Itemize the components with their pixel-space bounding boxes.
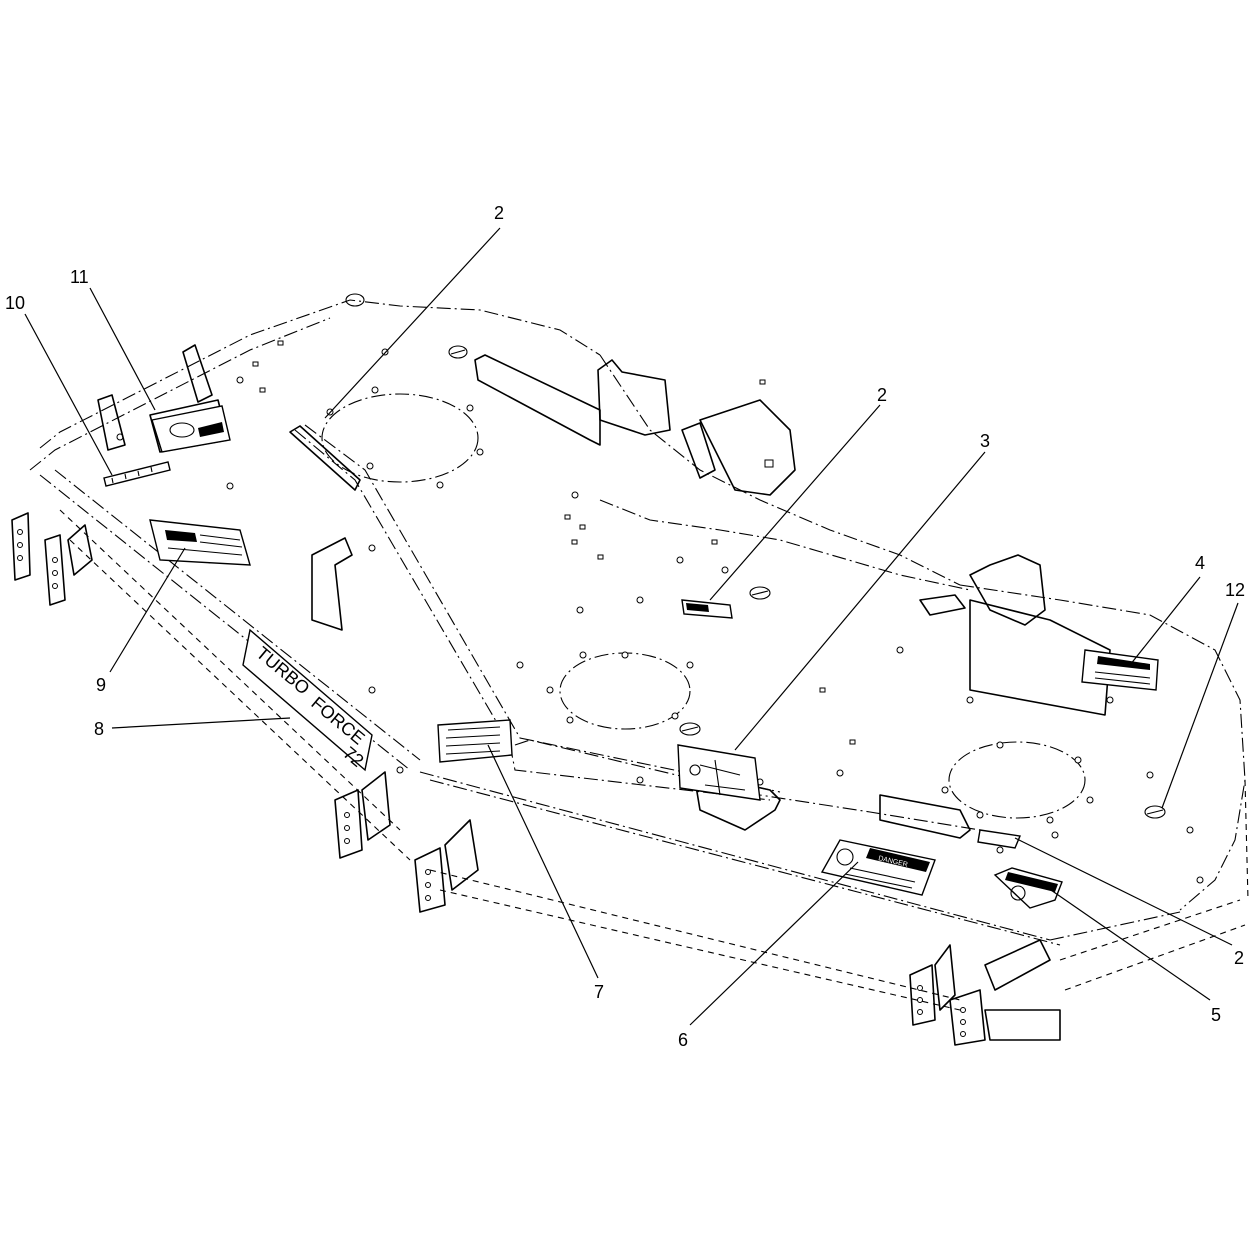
spindle-caps xyxy=(345,293,1166,819)
leader-5 xyxy=(1047,887,1211,1001)
decal-4-caution xyxy=(1081,649,1159,691)
leader-9 xyxy=(109,547,186,673)
decal-11-danger-blade xyxy=(151,405,231,453)
leader-4 xyxy=(1129,576,1201,666)
leader-11 xyxy=(89,287,156,411)
callout-2-top: 2 xyxy=(494,203,504,223)
spindle-cap-12 xyxy=(1144,805,1166,819)
callout-8: 8 xyxy=(94,719,104,739)
left-spindle-opening xyxy=(321,393,479,483)
callout-6: 6 xyxy=(678,1030,688,1050)
decal-10-height-indicator xyxy=(103,461,171,487)
decal-7-warning xyxy=(437,719,513,763)
brackets xyxy=(11,344,1111,1046)
callout-labels: 2 11 10 2 3 4 12 9 8 7 6 5 2 xyxy=(5,203,1245,1050)
callout-2-right: 2 xyxy=(1234,948,1244,968)
leader-3 xyxy=(734,451,986,751)
callout-2-mid: 2 xyxy=(877,385,887,405)
decal-6-danger-thrown-objects: DANGER xyxy=(820,839,936,896)
callout-7: 7 xyxy=(594,982,604,1002)
deck-top-outline xyxy=(29,299,1249,1011)
mounting-holes xyxy=(116,340,1204,884)
center-spindle-opening xyxy=(559,652,691,730)
right-spindle-opening xyxy=(948,741,1086,819)
leader-2-mid xyxy=(709,404,881,601)
decal-3-belt-routing xyxy=(677,744,761,801)
decal-9-instruction xyxy=(149,519,251,566)
leader-6 xyxy=(689,861,859,1026)
callout-3: 3 xyxy=(980,431,990,451)
leader-10 xyxy=(24,313,113,476)
decal-5-danger-entanglement xyxy=(993,867,1063,909)
callout-10: 10 xyxy=(5,293,25,313)
leader-2-right xyxy=(1014,837,1233,946)
leader-12 xyxy=(1161,602,1239,809)
decal-2-right-danger xyxy=(977,829,1021,849)
callout-12: 12 xyxy=(1225,580,1245,600)
decal-2-mid-danger xyxy=(681,599,733,619)
leader-8 xyxy=(111,717,291,729)
callout-9: 9 xyxy=(96,675,106,695)
callout-4: 4 xyxy=(1195,553,1205,573)
callout-11: 11 xyxy=(70,267,89,287)
leader-lines xyxy=(24,227,1239,1026)
leader-2-top xyxy=(324,227,501,419)
callout-5: 5 xyxy=(1211,1005,1221,1025)
leader-7 xyxy=(487,744,599,979)
